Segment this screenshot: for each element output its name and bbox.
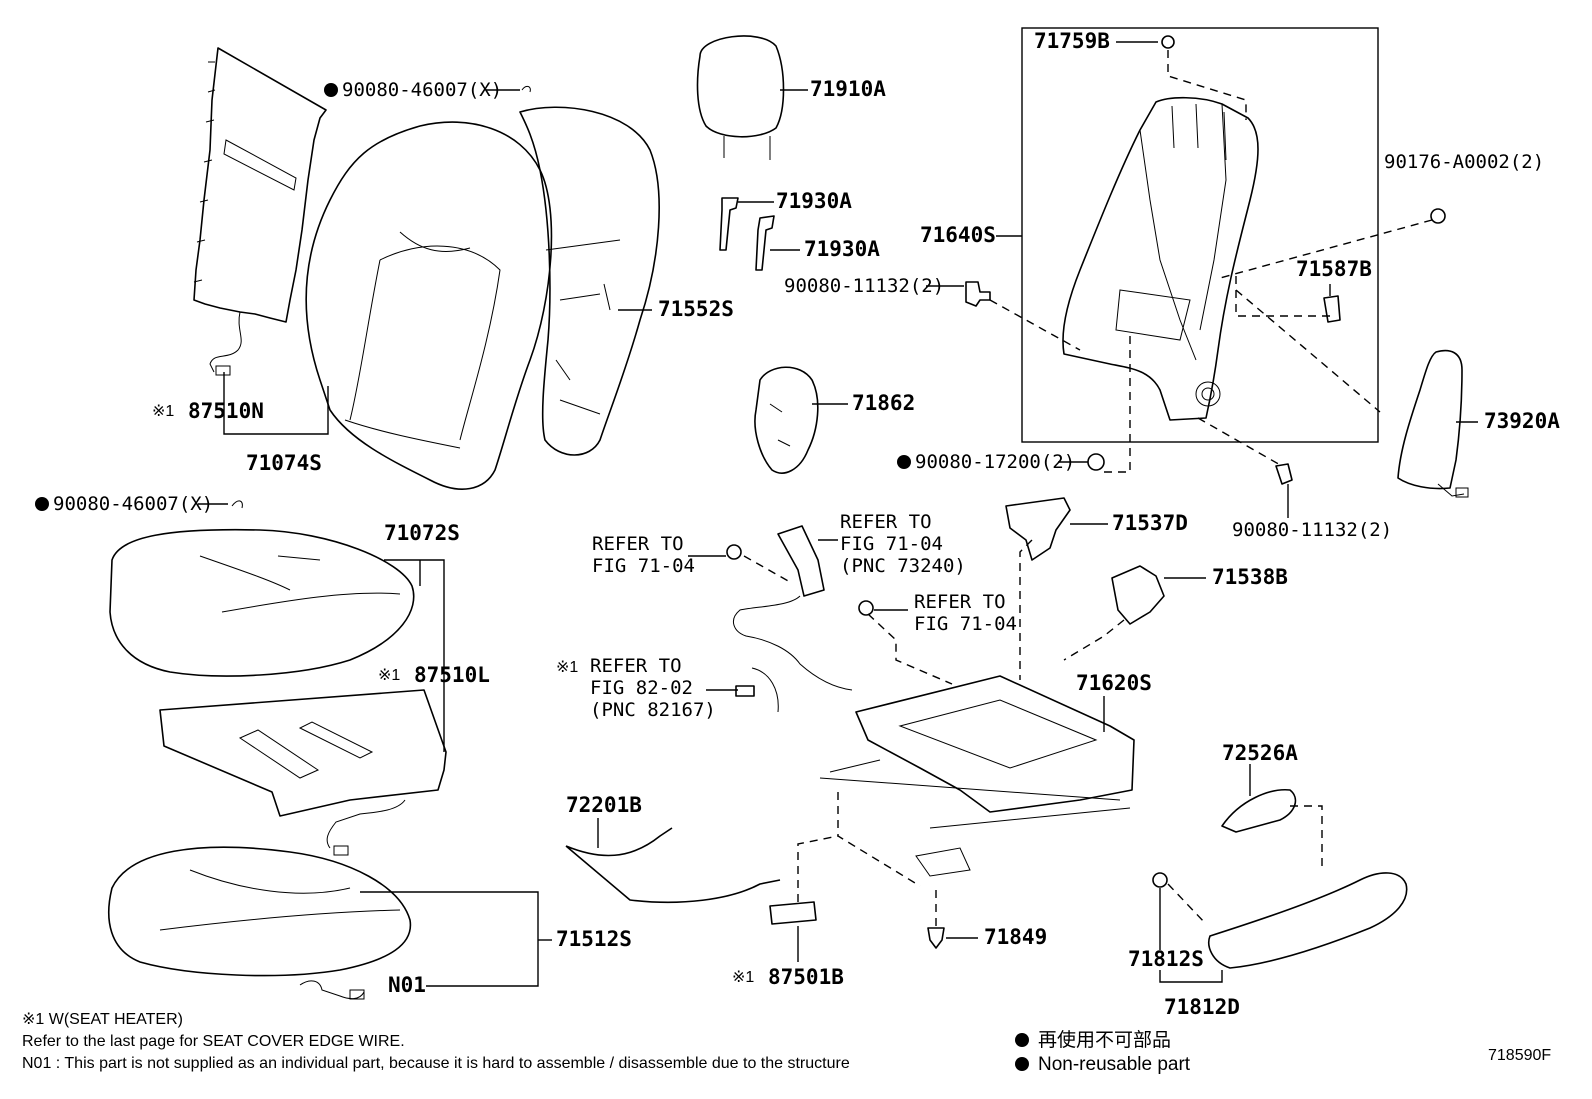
label-71620S: 71620S (1076, 671, 1152, 695)
footer-note-heater: ※1 W(SEAT HEATER) (22, 1011, 183, 1028)
label-71552S: 71552S (658, 297, 734, 321)
legend-dot-icon (1015, 1033, 1029, 1047)
label-90080-17200: 90080-17200(2) (915, 451, 1075, 473)
label-71930A-1: 71930A (776, 189, 852, 213)
belt-buckle-harness (726, 525, 874, 713)
label-71910A: 71910A (810, 77, 886, 101)
clip-71849 (927, 927, 945, 949)
label-72526A: 72526A (1222, 741, 1298, 765)
ref4-line2: FIG 82-02 (590, 677, 693, 699)
label-87501B: 87501B (768, 965, 844, 989)
label-71759B: 71759B (1034, 29, 1110, 53)
bracket-71538B (1111, 565, 1165, 625)
label-90080-11132-a: 90080-11132(2) (784, 275, 944, 297)
seat-cushion-cover (109, 528, 415, 677)
seatback-cover (305, 121, 553, 490)
seat-cushion-heater (159, 689, 447, 856)
non-reusable-dot-icon (35, 497, 49, 511)
nut-90080-17200 (1087, 453, 1105, 471)
ref2-line2: FIG 71-04 (840, 533, 943, 555)
figure-id: 718590F (1488, 1047, 1551, 1064)
ref1-line2: FIG 71-04 (592, 555, 695, 577)
label-90176: 90176-A0002(2) (1384, 151, 1544, 173)
label-90080-46007-top: 90080-46007(X) (342, 79, 502, 101)
non-reusable-dot-icon (324, 83, 338, 97)
seatback-frame-box (1021, 27, 1379, 443)
bolt-90080-11132-b (1275, 463, 1293, 485)
non-reusable-dot-icon (897, 455, 911, 469)
label-71812D: 71812D (1164, 995, 1240, 1019)
note1-mark-87501B: ※1 (732, 969, 754, 986)
label-71930A-2: 71930A (804, 237, 880, 261)
legend-dot-icon (1015, 1057, 1029, 1071)
seatback-pad (519, 106, 660, 456)
headrest (696, 35, 785, 160)
label-71538B: 71538B (1212, 565, 1288, 589)
wire-72201B (565, 827, 781, 904)
label-90080-46007-mid: 90080-46007(X) (53, 493, 213, 515)
label-71074S: 71074S (246, 451, 322, 475)
bracket-71587B (1323, 295, 1341, 323)
label-71512S: 71512S (556, 927, 632, 951)
ref3-line1: REFER TO (914, 591, 1006, 613)
shield-71812D (1152, 872, 1408, 969)
label-87510N: 87510N (188, 399, 264, 423)
bolt-71759B (1161, 35, 1175, 49)
footer-note-edge-wire: Refer to the last page for SEAT COVER ED… (22, 1033, 405, 1050)
bolt-90080-11132-a (965, 281, 991, 307)
ref1-line1: REFER TO (592, 533, 684, 555)
part-labels: ※1 87510N 71074S 90080-46007(X) 71552S 7… (35, 29, 1560, 1019)
seatback-heater-pad (193, 47, 327, 376)
nut-90176 (1430, 208, 1446, 224)
legend-japanese: 再使用不可部品 (1038, 1029, 1171, 1051)
cover-72526A (1221, 789, 1297, 833)
label-N01: N01 (388, 973, 426, 997)
label-71849: 71849 (984, 925, 1047, 949)
ref4-line1: REFER TO (590, 655, 682, 677)
label-71640S: 71640S (920, 223, 996, 247)
seat-cushion-pad (108, 846, 412, 1000)
label-71537D: 71537D (1112, 511, 1188, 535)
leader-lines (198, 41, 1478, 987)
headrest-support-a (719, 197, 739, 251)
side-shield-73920A (1397, 349, 1469, 498)
note1-mark-87510N: ※1 (152, 403, 174, 420)
note1-mark-ref4: ※1 (556, 659, 578, 676)
ref3-line2: FIG 71-04 (914, 613, 1017, 635)
label-73920A: 73920A (1484, 409, 1560, 433)
seat-adjuster-71620S (819, 675, 1135, 877)
ref2-line1: REFER TO (840, 511, 932, 533)
dashed-lines (743, 50, 1433, 926)
headrest-support-b (755, 215, 775, 271)
label-71587B: 71587B (1296, 257, 1372, 281)
footer-note-n01: N01 : This part is not supplied as an in… (22, 1055, 850, 1072)
side-cover-71862 (754, 366, 819, 474)
label-72201B: 72201B (566, 793, 642, 817)
label-71812S: 71812S (1128, 947, 1204, 971)
label-71862: 71862 (852, 391, 915, 415)
label-87510L: 87510L (414, 663, 490, 687)
ref4-line3: (PNC 82167) (590, 699, 716, 721)
note1-mark-87510L: ※1 (378, 667, 400, 684)
legend-english: Non-reusable part (1038, 1054, 1191, 1075)
ref2-line3: (PNC 73240) (840, 555, 966, 577)
label-71072S: 71072S (384, 521, 460, 545)
connector-87501B (769, 901, 817, 925)
label-90080-11132-b: 90080-11132(2) (1232, 519, 1392, 541)
bracket-71537D (1005, 497, 1071, 561)
footer-notes: ※1 W(SEAT HEATER) Refer to the last page… (22, 1011, 1551, 1075)
